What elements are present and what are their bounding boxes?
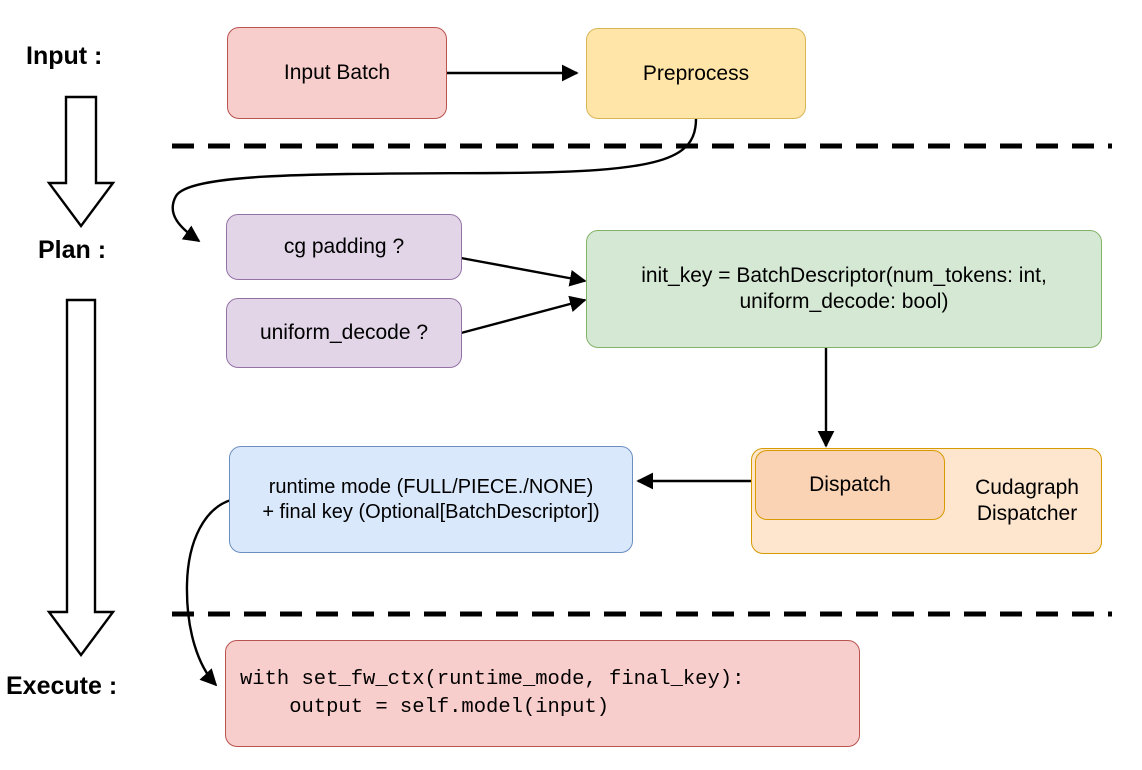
phase-label-execute: Execute : <box>6 672 118 700</box>
node-cg-padding[interactable]: cg padding ? <box>226 214 462 280</box>
edge-cg-padding-to-init-key <box>460 256 587 287</box>
node-uniform-decode[interactable]: uniform_decode ? <box>226 298 462 368</box>
phase-label-plan: Plan : <box>38 236 107 264</box>
edge-uniform-decode-to-init-key <box>460 295 587 335</box>
plan-to-execute-arrow <box>46 298 116 658</box>
node-preprocess[interactable]: Preprocess <box>586 28 806 119</box>
node-execute-code[interactable]: with set_fw_ctx(runtime_mode, final_key)… <box>225 640 860 747</box>
node-input-batch[interactable]: Input Batch <box>227 27 447 119</box>
phase-label-input: Input : <box>26 42 103 70</box>
input-to-plan-arrow <box>46 95 116 229</box>
node-dispatch[interactable]: Dispatch <box>755 450 945 520</box>
node-init-key[interactable]: init_key = BatchDescriptor(num_tokens: i… <box>586 230 1102 348</box>
node-runtime-mode[interactable]: runtime mode (FULL/PIECE./NONE) + final … <box>229 446 633 553</box>
